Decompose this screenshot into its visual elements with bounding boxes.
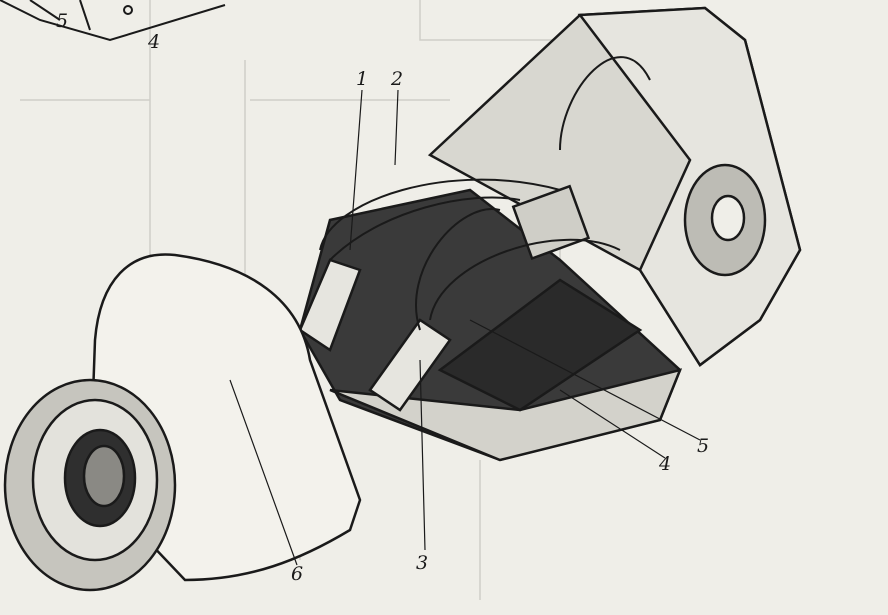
callout-label: 4 xyxy=(148,31,161,53)
callout-label: 3 xyxy=(416,552,429,574)
leader-lines xyxy=(229,89,701,566)
callout-label: 5 xyxy=(56,10,69,32)
callout-label: 2 xyxy=(391,68,404,90)
device-housing xyxy=(298,6,802,462)
top-left-fragment xyxy=(0,0,226,42)
eyepiece-hood xyxy=(3,253,362,592)
callout-label: 1 xyxy=(356,68,369,90)
callout-label: 5 xyxy=(697,435,710,457)
wires xyxy=(319,56,651,331)
callout-label: 4 xyxy=(659,453,672,475)
callout-label: 6 xyxy=(291,563,304,585)
